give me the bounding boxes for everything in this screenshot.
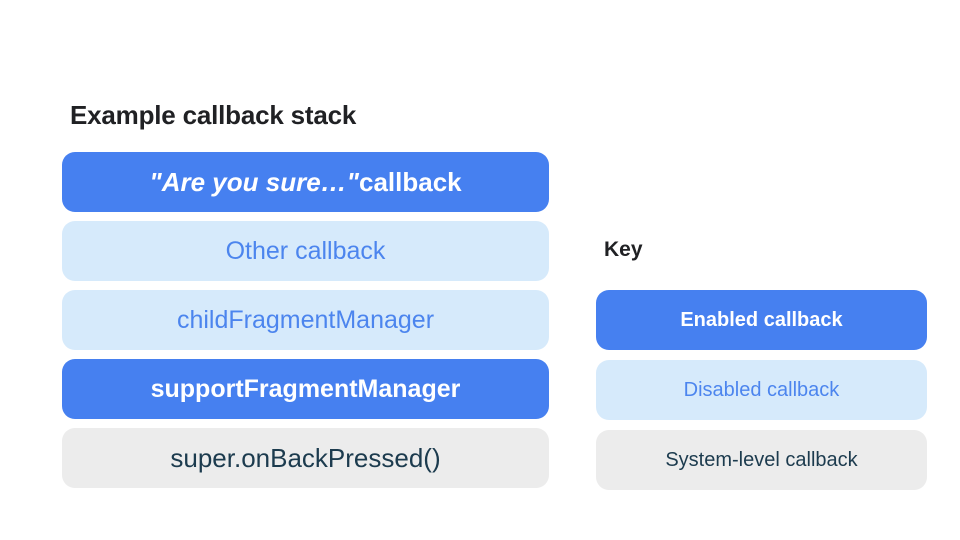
legend-item-system-level-callback: System-level callback	[596, 430, 927, 490]
legend-item-enabled-callback: Enabled callback	[596, 290, 927, 350]
legend-heading: Key	[604, 238, 643, 261]
stack-item-label: Other callback	[225, 236, 386, 265]
stack-item-label: super.onBackPressed()	[170, 442, 441, 473]
page-title: Example callback stack	[70, 100, 357, 130]
stack-item-are-you-sure-callback: "Are you sure…" callback	[62, 152, 549, 212]
legend-item-label: Enabled callback	[680, 308, 843, 331]
stack-item-label-quoted: "Are you sure…"	[149, 166, 359, 197]
stack-item-support-fragment-manager: supportFragmentManager	[62, 359, 549, 419]
stack-item-child-fragment-manager: childFragmentManager	[62, 290, 549, 350]
stack-item-label-rest: callback	[358, 166, 462, 197]
legend-item-label: Disabled callback	[683, 378, 840, 401]
stack-item-other-callback: Other callback	[62, 221, 549, 281]
stack-item-label: childFragmentManager	[176, 305, 435, 334]
legend-item-disabled-callback: Disabled callback	[596, 360, 927, 420]
legend-item-label: System-level callback	[665, 448, 858, 471]
stack-item-super-on-back-pressed: super.onBackPressed()	[62, 428, 549, 488]
stack-item-label: supportFragmentManager	[150, 374, 461, 403]
